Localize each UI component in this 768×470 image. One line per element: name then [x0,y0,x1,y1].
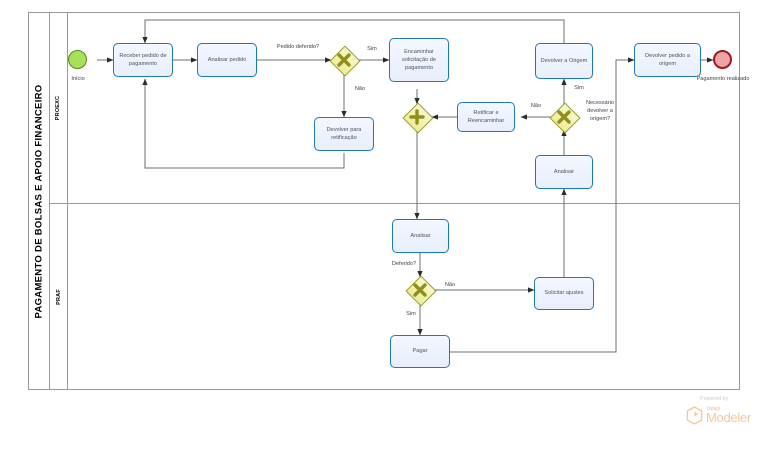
task-solicitar-ajustes[interactable]: Solicitar ajustes [534,277,594,310]
task-label: Analisar [553,168,575,175]
gateway-label-deferido: Deferido? [391,261,417,267]
task-label: Pagar [412,348,428,355]
gateway-label-necessario-devolver: Necessário devolver a origem? [586,100,614,122]
task-analisar-praf[interactable]: Analisar [392,219,449,253]
task-label: Devolver pedido a origem [644,52,691,67]
task-receber-pedido-de-pagamento[interactable]: Receber pedido de pagamento [113,43,173,77]
task-analisar-pedido[interactable]: Analisar pedido [197,43,257,77]
task-devolver-a-origem[interactable]: Devolver a Origem [535,43,593,79]
exclusive-x-icon [557,110,571,124]
lane-label-proexc: PROEXC [55,95,62,120]
task-devolver-pedido-a-origem[interactable]: Devolver pedido a origem [634,43,701,77]
flow-label-sim-2: Sim [574,85,584,91]
gateway-pedido-deferido[interactable] [329,45,361,77]
task-encaminhar-solicitacao-de-pagamento[interactable]: Encaminhar solicitação de pagamento [389,38,449,82]
gateway-label-pedido-deferido: Pedido deferido? [276,44,320,50]
flow-label-sim-3: Sim [406,311,416,317]
task-label: Solicitar ajustes [544,290,584,297]
flow-label-sim-1: Sim [367,46,377,52]
lane-header-praf: PRAF [50,203,68,390]
task-label: Devolver para retificação [326,126,362,141]
pool-title: PAGAMENTO DE BOLSAS E APOIO FINANCEIRO [28,12,50,390]
bizagi-modeler-logo: Powered by bizagi Modeler [686,396,766,432]
pool-title-label: PAGAMENTO DE BOLSAS E APOIO FINANCEIRO [33,84,44,318]
start-event-inicio[interactable] [68,50,87,69]
task-label: Retificar e Reencaminhar [467,109,505,124]
bizagi-wordmark: bizagi [707,406,721,412]
flow-label-nao-2: Não [530,103,542,109]
exclusive-x-icon [413,283,427,297]
parallel-plus-icon [409,109,425,125]
end-event-pagamento-realizado[interactable] [713,50,732,69]
gateway-deferido[interactable] [405,275,437,307]
lane-label-praf: PRAF [55,288,62,305]
task-pagar[interactable]: Pagar [390,335,450,368]
lane-divider [50,203,740,204]
flow-label-nao-3: Não [444,282,456,288]
modeler-wordmark: Modeler [706,410,751,425]
task-retificar-e-reencaminhar[interactable]: Retificar e Reencaminhar [457,102,515,132]
lane-header-proexc: PROEXC [50,12,68,203]
gateway-merge-parallel[interactable] [402,102,434,134]
task-label: Encaminhar solicitação de pagamento [402,48,436,72]
exclusive-x-icon [337,53,351,67]
powered-by-label: Powered by [700,396,729,402]
task-label: Devolver a Origem [540,57,588,64]
start-event-label: Início [71,76,85,82]
task-label: Analisar pedido [207,56,247,63]
task-analisar-proexc[interactable]: Analisar [535,155,593,189]
end-event-label: Pagamento realizado [696,76,750,82]
task-label: Receber pedido de pagamento [119,52,167,67]
gateway-necessario-devolver-a-origem[interactable] [549,102,581,134]
task-devolver-para-retificacao[interactable]: Devolver para retificação [314,117,374,151]
flow-label-nao-1: Não [354,86,366,92]
task-label: Analisar [410,232,431,239]
bizagi-hexagon-icon [686,406,703,425]
